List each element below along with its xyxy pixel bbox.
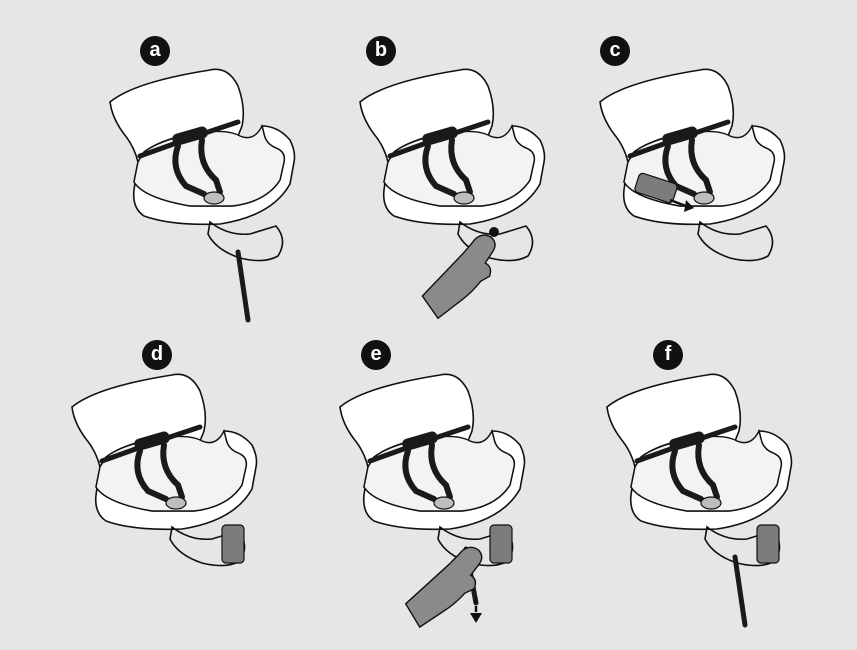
harness-buckle <box>701 497 721 509</box>
seat-base-frame <box>698 222 773 261</box>
hand-icon <box>410 232 511 321</box>
step-panel-a: a <box>100 30 340 330</box>
harness-buckle <box>166 497 186 509</box>
hand-icon <box>396 545 495 629</box>
high-chair-seat-icon <box>330 335 570 635</box>
high-chair-seat-icon <box>62 335 302 635</box>
harness-buckle <box>434 497 454 509</box>
strap-cover <box>222 525 244 563</box>
step-badge-e: e <box>361 340 391 370</box>
harness-buckle <box>204 192 224 204</box>
strap-cover <box>757 525 779 563</box>
harness-buckle <box>454 192 474 204</box>
step-badge-b: b <box>366 36 396 66</box>
step-badge-f: f <box>653 340 683 370</box>
crotch-strap <box>238 252 248 320</box>
high-chair-seat-icon <box>350 30 590 330</box>
high-chair-seat-icon <box>590 30 830 330</box>
arrow-head-icon <box>470 613 482 623</box>
high-chair-seat-icon <box>597 335 837 635</box>
seat-base-frame <box>208 222 283 261</box>
strap-cover <box>490 525 512 563</box>
step-panel-f: f <box>597 335 837 635</box>
step-badge-a: a <box>140 36 170 66</box>
crotch-strap <box>735 557 745 625</box>
step-badge-c: c <box>600 36 630 66</box>
step-panel-b: b <box>350 30 590 330</box>
step-badge-d: d <box>142 340 172 370</box>
step-panel-d: d <box>62 335 302 635</box>
buckle-button-icon <box>489 227 499 237</box>
harness-buckle <box>694 192 714 204</box>
step-panel-c: c <box>590 30 830 330</box>
high-chair-seat-icon <box>100 30 340 330</box>
step-panel-e: e <box>330 335 570 635</box>
